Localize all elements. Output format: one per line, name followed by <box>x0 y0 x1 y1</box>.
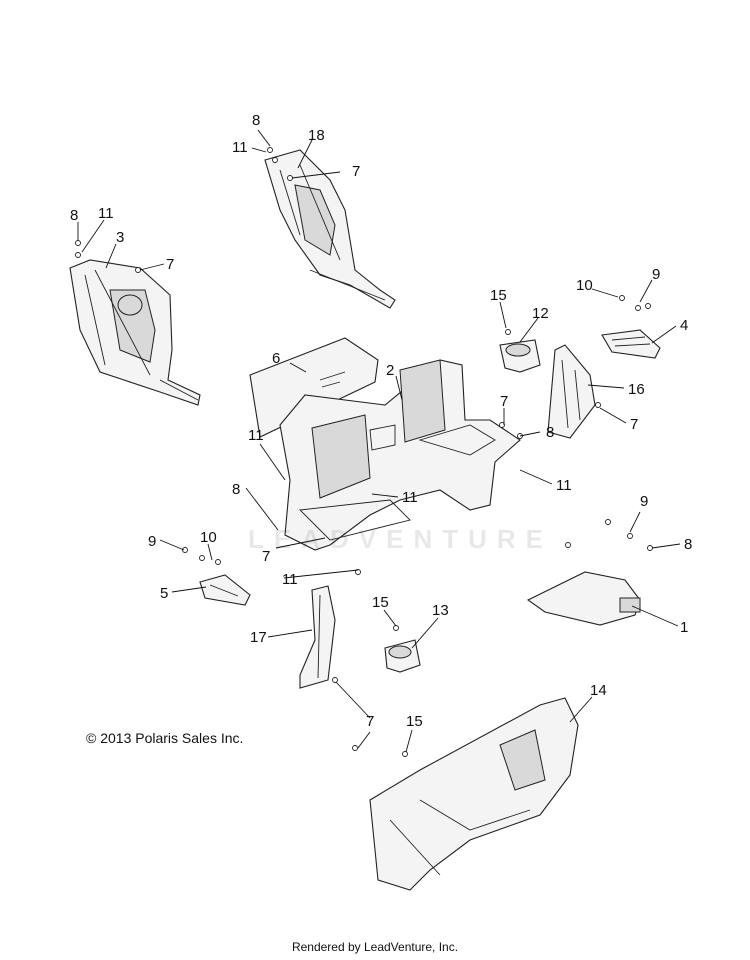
callout-7: 7 <box>352 163 360 180</box>
callout-11: 11 <box>556 477 572 494</box>
callout-8: 8 <box>252 112 260 129</box>
callout-13: 13 <box>432 602 449 619</box>
part-12-cup-holder <box>499 339 541 373</box>
callout-6: 6 <box>272 350 280 367</box>
callout-17: 17 <box>250 629 267 646</box>
callout-10: 10 <box>200 529 217 546</box>
callout-8: 8 <box>546 424 554 441</box>
part-5-footrest <box>199 574 251 606</box>
part-2-cab-tub <box>279 359 521 551</box>
callout-1: 1 <box>680 619 688 636</box>
part-16-upright <box>547 344 596 439</box>
part-17-upright <box>299 585 336 689</box>
part-14-floor <box>369 697 579 891</box>
callout-7: 7 <box>366 713 374 730</box>
callout-16: 16 <box>628 381 645 398</box>
leader-lines <box>77 129 681 753</box>
callout-8: 8 <box>684 536 692 553</box>
callout-4: 4 <box>680 317 688 334</box>
callout-7: 7 <box>630 416 638 433</box>
callout-8: 8 <box>232 481 240 498</box>
part-4-footrest <box>601 329 661 359</box>
callout-15: 15 <box>490 287 507 304</box>
part-6-flat-panel <box>249 337 379 438</box>
callout-2: 2 <box>386 362 394 379</box>
callout-15: 15 <box>372 594 389 611</box>
callout-14: 14 <box>590 682 607 699</box>
callout-8: 8 <box>70 207 78 224</box>
callout-labels: 8 11 18 7 8 11 3 7 15 10 9 4 12 6 2 16 7… <box>70 112 692 730</box>
callout-3: 3 <box>116 229 124 246</box>
callout-7: 7 <box>262 548 270 565</box>
part-18-rear-panel <box>264 149 396 309</box>
callout-18: 18 <box>308 127 325 144</box>
callout-15: 15 <box>406 713 423 730</box>
watermark: LEADVENTURE <box>248 524 554 554</box>
callout-7: 7 <box>500 393 508 410</box>
callout-9: 9 <box>640 493 648 510</box>
callout-5: 5 <box>160 585 168 602</box>
callout-11: 11 <box>232 139 248 156</box>
part-3-side-panel <box>69 259 201 406</box>
callout-9: 9 <box>148 533 156 550</box>
render-credit: Rendered by LeadVenture, Inc. <box>291 940 459 954</box>
part-13-cup-holder <box>384 639 421 673</box>
callout-11: 11 <box>248 427 264 444</box>
callout-7: 7 <box>166 256 174 273</box>
part-1-bracket <box>526 571 641 626</box>
copyright-notice: © 2013 Polaris Sales Inc. <box>86 730 244 746</box>
fastener-group <box>75 147 653 757</box>
callout-10: 10 <box>576 277 593 294</box>
callout-11: 11 <box>98 205 114 222</box>
callout-11: 11 <box>402 489 418 506</box>
callout-11: 11 <box>282 571 298 588</box>
callout-9: 9 <box>652 266 660 283</box>
callout-12: 12 <box>532 305 549 322</box>
